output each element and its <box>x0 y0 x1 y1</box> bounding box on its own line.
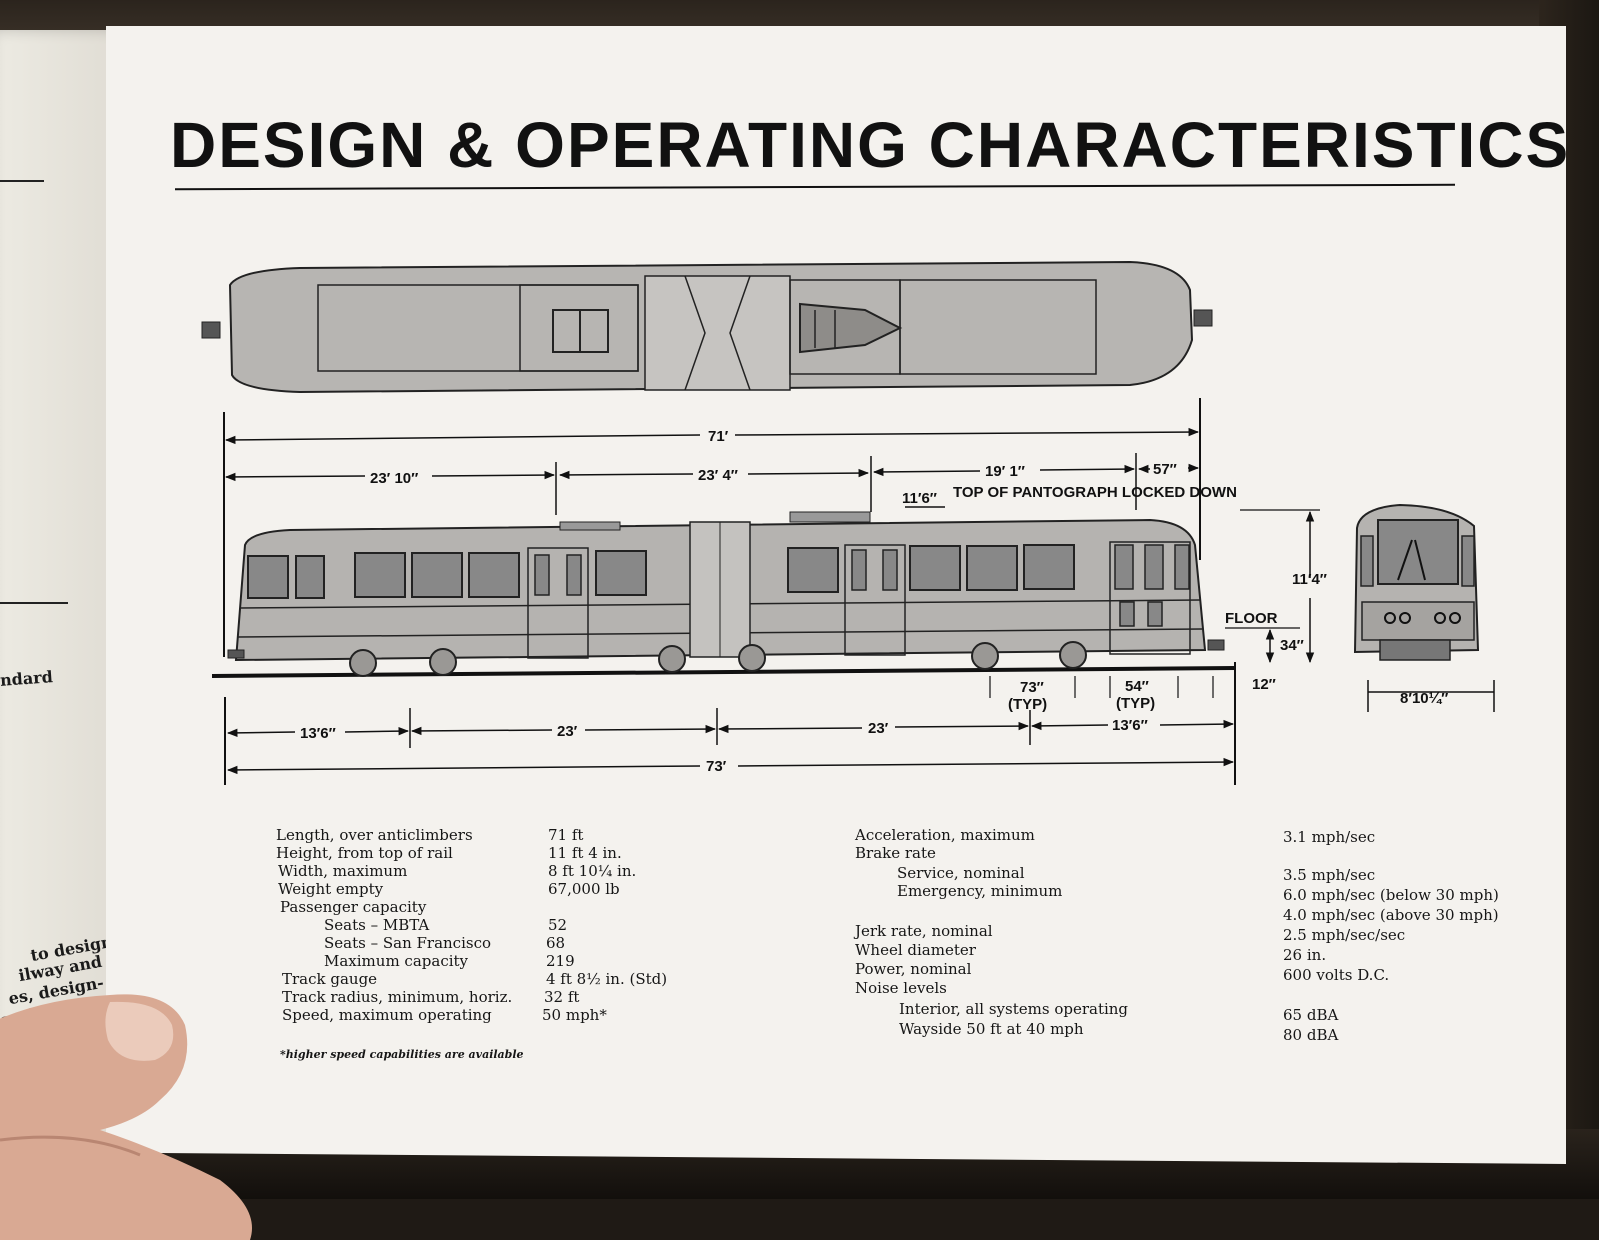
spec-left-value: 11 ft 4 in. <box>548 844 622 862</box>
spec-right-value: 6.0 mph/sec (below 30 mph) <box>1283 886 1499 904</box>
spec-left-label: Passenger capacity <box>280 898 427 916</box>
spec-right-label: Wayside 50 ft at 40 mph <box>899 1020 1084 1038</box>
spec-right-value: 65 dBA <box>1283 1006 1339 1024</box>
spec-right-label: Jerk rate, nominal <box>855 922 993 940</box>
spec-left-value: 32 ft <box>544 988 580 1006</box>
spec-right-value: 2.5 mph/sec/sec <box>1283 926 1406 944</box>
spec-right-label: Interior, all systems operating <box>899 1000 1129 1018</box>
left-page-rule <box>0 180 44 182</box>
spec-left-label: Maximum capacity <box>324 952 469 970</box>
left-page-rule <box>0 602 68 604</box>
spec-right-value: 600 volts D.C. <box>1283 966 1390 984</box>
spec-left-label: Height, from top of rail <box>276 844 453 862</box>
spec-left-value: 68 <box>546 934 566 952</box>
spec-left-label: Seats – MBTA <box>324 916 430 934</box>
spec-right-label: Acceleration, maximum <box>855 826 1035 844</box>
spec-left-value: 8 ft 10¼ in. <box>548 862 637 880</box>
spec-left-label: Length, over anticlimbers <box>276 826 473 844</box>
spec-right-label: Power, nominal <box>855 960 972 978</box>
spec-left-label: Track gauge <box>282 970 378 988</box>
spec-right-label: Service, nominal <box>897 864 1025 882</box>
spec-left-value: 71 ft <box>548 826 584 844</box>
spec-left-value: 219 <box>546 952 575 970</box>
spec-left-label: Speed, maximum operating <box>282 1006 492 1024</box>
page-title: DESIGN & OPERATING CHARACTERISTICS <box>170 109 1571 181</box>
spec-right-label: Brake rate <box>855 844 936 862</box>
spec-left-value: 50 mph* <box>542 1006 607 1024</box>
spec-left-label: Weight empty <box>278 880 384 898</box>
spec-left-value: 67,000 lb <box>548 880 620 898</box>
spec-right-value: 26 in. <box>1283 946 1327 964</box>
left-page-fragment: ndard <box>0 667 54 690</box>
spec-left-label: Seats – San Francisco <box>324 934 492 952</box>
footnote: *higher speed capabilities are available <box>280 1048 524 1061</box>
spec-right-value: 3.1 mph/sec <box>1283 828 1376 846</box>
spec-left-value: 52 <box>548 916 568 934</box>
spec-right-value: 80 dBA <box>1283 1026 1339 1044</box>
spec-right-label: Emergency, minimum <box>897 882 1063 900</box>
spec-left-label: Width, maximum <box>278 862 408 880</box>
spec-left-label: Track radius, minimum, horiz. <box>282 988 513 1006</box>
spec-right-value: 4.0 mph/sec (above 30 mph) <box>1283 906 1499 924</box>
spec-right-value: 3.5 mph/sec <box>1283 866 1376 884</box>
spec-right-label: Wheel diameter <box>855 941 976 959</box>
spec-right-label: Noise levels <box>855 979 947 997</box>
spec-left-value: 4 ft 8½ in. (Std) <box>546 970 668 988</box>
